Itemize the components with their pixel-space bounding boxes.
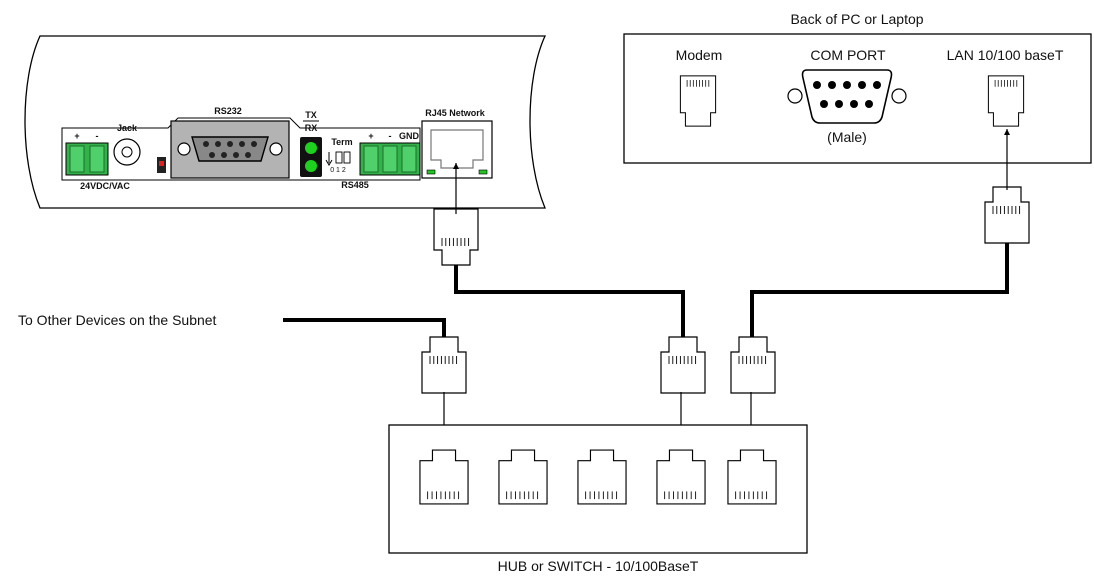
device-hub-rj45-plug-icon (660, 336, 706, 394)
subnet-rj45-plug-icon (421, 336, 467, 394)
dc-jack: Jack (113, 123, 141, 166)
tx-led-icon (305, 142, 317, 154)
rs232-label: RS232 (214, 106, 242, 116)
tx-rx-leds: TX RX (300, 110, 322, 177)
male-label: (Male) (827, 129, 867, 145)
power-plus-label: + (74, 131, 79, 141)
term-switch: Term 0 1 2 (325, 137, 353, 174)
pc-back-panel: Back of PC or Laptop Modem COM PORT (Mal… (623, 11, 1092, 164)
rs485-terminal-block: + - GND RS485 (341, 131, 421, 190)
rx-label: RX (305, 123, 318, 133)
lan-jack-icon (987, 75, 1025, 127)
modem-jack-icon (679, 75, 717, 127)
power-terminal-block: + - 24VDC/VAC (65, 131, 130, 191)
com-port-db9-icon (787, 69, 907, 124)
tx-label: TX (305, 110, 317, 120)
term-numbers: 0 1 2 (330, 167, 346, 174)
device-cable (454, 265, 685, 340)
rx-led-icon (305, 160, 317, 172)
rs232-connector: RS232 (170, 106, 290, 179)
power-label: 24VDC/VAC (80, 181, 130, 191)
term-label: Term (331, 137, 352, 147)
subnet-cable (283, 318, 446, 340)
hub-label: HUB or SWITCH - 10/100BaseT (498, 558, 699, 574)
device-rj45-plug-icon (433, 208, 479, 266)
device-panel: + - 24VDC/VAC Jack RS232 TX (24, 35, 547, 209)
lan-label: LAN 10/100 baseT (947, 47, 1064, 63)
gnd-label: GND (399, 131, 420, 141)
red-led-icon (159, 161, 164, 166)
rs485-plus-label: + (368, 131, 373, 141)
modem-label: Modem (676, 47, 723, 63)
rj45-label: RJ45 Network (425, 108, 486, 118)
rs485-minus-label: - (389, 131, 392, 141)
pc-hub-rj45-plug-icon (730, 336, 776, 394)
power-minus-label: - (96, 131, 99, 141)
hub-switch: HUB or SWITCH - 10/100BaseT (388, 424, 808, 574)
com-port-label: COM PORT (810, 47, 886, 63)
pc-rj45-plug-icon (984, 186, 1030, 244)
jack-label: Jack (117, 123, 138, 133)
pc-cable (750, 240, 1009, 340)
cables (283, 240, 1009, 340)
pc-title: Back of PC or Laptop (790, 11, 923, 27)
rs485-label: RS485 (341, 180, 369, 190)
subnet-label: To Other Devices on the Subnet (18, 312, 217, 328)
